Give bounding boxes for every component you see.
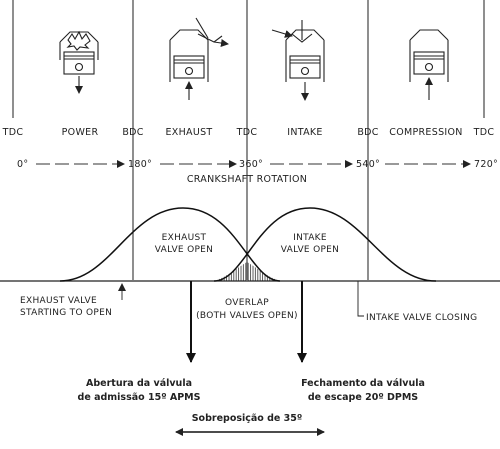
captions: Abertura da válvula de admissão 15º APMS… — [78, 378, 425, 424]
compression-label: COMPRESSION — [389, 127, 462, 138]
tdc-start-label: TDC — [2, 127, 24, 138]
intake-curve-label-2: VALVE OPEN — [281, 245, 339, 255]
bdc-1-label: BDC — [122, 127, 143, 138]
exhaust-curve-label-2: VALVE OPEN — [155, 245, 213, 255]
intake-open-caption-2: de admissão 15º APMS — [78, 392, 201, 403]
crankshaft-rotation-label: CRANKSHAFT ROTATION — [187, 174, 307, 185]
tdc-end-label: TDC — [473, 127, 495, 138]
exhaust-cylinder-icon — [169, 17, 229, 100]
angle-labels: 0° 180° 360° 540° 720° — [17, 159, 498, 170]
position-lines — [12, 0, 485, 280]
power-cylinder-icon — [59, 30, 99, 94]
baseline-annotations: EXHAUST VALVE STARTING TO OPEN OVERLAP (… — [20, 281, 477, 323]
exhaust-start-label-1: EXHAUST VALVE — [20, 296, 97, 306]
intake-closing-label: INTAKE VALVE CLOSING — [366, 313, 477, 323]
valve-curves — [0, 207, 500, 282]
exhaust-curve-label-1: EXHAUST — [162, 233, 207, 243]
overlap-hatch — [214, 262, 280, 281]
tdc-mid-label: TDC — [236, 127, 258, 138]
angle-720: 720° — [474, 159, 498, 170]
power-label: POWER — [62, 127, 99, 138]
exhaust-start-label-2: STARTING TO OPEN — [20, 308, 112, 318]
exhaust-close-caption-2: de escape 20º DPMS — [308, 392, 418, 403]
angle-0: 0° — [17, 159, 28, 170]
exhaust-valve-curve — [59, 207, 281, 282]
caption-arrows — [186, 281, 307, 363]
exhaust-close-caption-1: Fechamento da válvula — [301, 378, 425, 389]
intake-cylinder-icon — [271, 20, 325, 101]
stroke-illustrations — [59, 17, 449, 101]
angle-540: 540° — [356, 159, 380, 170]
overlap-caption: Sobreposição de 35º — [192, 413, 303, 424]
exhaust-label: EXHAUST — [165, 127, 212, 138]
compression-cylinder-icon — [409, 29, 449, 100]
stroke-labels: POWER EXHAUST INTAKE COMPRESSION — [62, 127, 463, 138]
bdc-2-label: BDC — [357, 127, 378, 138]
position-labels: TDC BDC TDC BDC TDC — [2, 127, 495, 138]
intake-valve-curve — [213, 207, 437, 282]
intake-open-caption-1: Abertura da válvula — [86, 378, 192, 389]
angle-360: 360° — [239, 159, 263, 170]
intake-label: INTAKE — [287, 127, 323, 138]
angle-180: 180° — [128, 159, 152, 170]
overlap-label-1: OVERLAP — [225, 298, 269, 308]
intake-curve-label-1: INTAKE — [293, 233, 327, 243]
overlap-label-2: (BOTH VALVES OPEN) — [196, 311, 298, 321]
curve-labels: EXHAUST VALVE OPEN INTAKE VALVE OPEN — [155, 233, 339, 255]
